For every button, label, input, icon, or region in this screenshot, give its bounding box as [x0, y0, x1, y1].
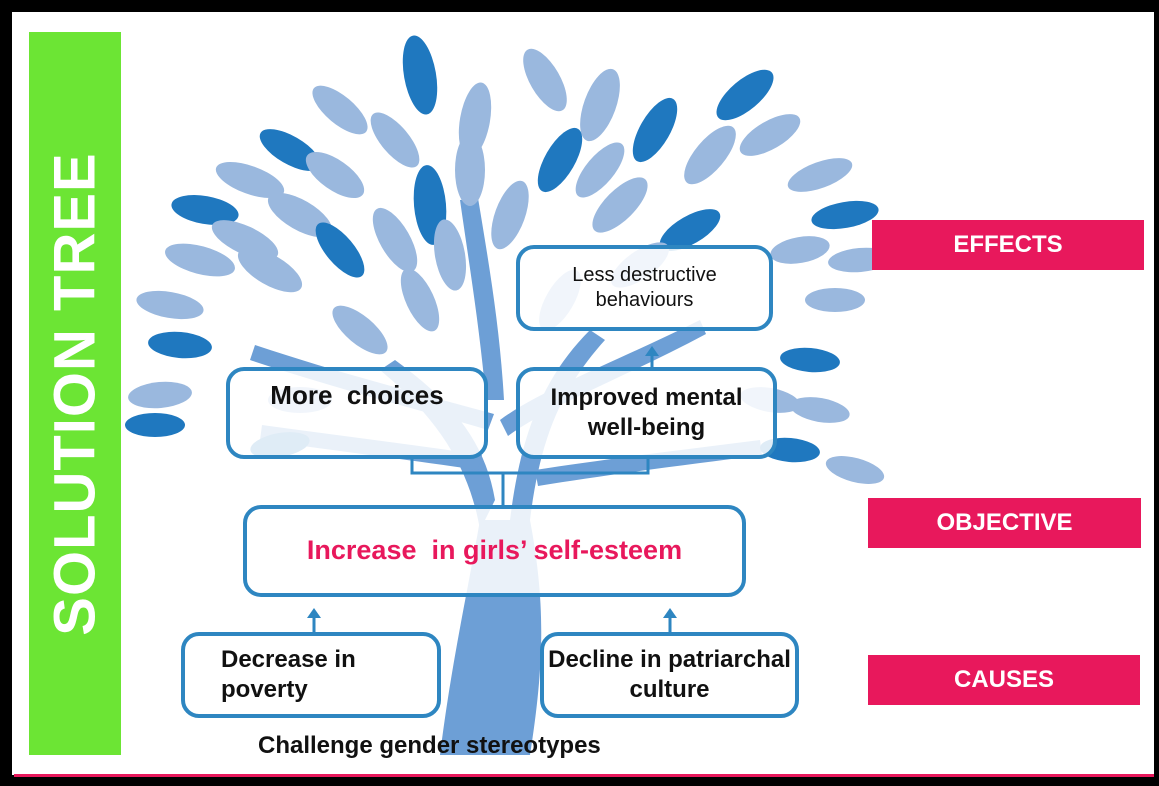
leaf-34: [811, 200, 879, 230]
effect-improved-mental-well-being: Improved mental well-being: [516, 367, 777, 459]
cause-decrease-in-poverty: Decrease in poverty: [181, 632, 441, 718]
objective-box: Increase in girls’ self-esteem: [243, 505, 746, 597]
leaf-24: [125, 413, 185, 437]
leaf-46: [400, 268, 440, 332]
leaf-6: [684, 125, 736, 185]
leaf-5: [632, 97, 678, 163]
effect-less-destructive-behaviours: Less destructive behaviours: [516, 245, 773, 331]
leaf-36: [805, 288, 865, 312]
leaf-22: [148, 331, 212, 359]
leaf-26: [315, 222, 365, 278]
leaf-28: [433, 219, 467, 291]
leaf-31: [659, 209, 721, 251]
leaf-19: [165, 243, 235, 277]
leaf-33: [787, 158, 853, 192]
leaf-4: [580, 68, 620, 142]
leaf-37: [770, 236, 830, 264]
cause-decline-in-patriarchal-culture: Decline in patriarchal culture: [540, 632, 799, 718]
leaf-9: [455, 134, 485, 206]
leaf-45: [332, 305, 388, 355]
leaf-7: [716, 69, 774, 121]
bottom-accent-rule: [14, 774, 1154, 777]
arrowhead-2: [307, 608, 321, 618]
leaf-41: [790, 397, 850, 423]
leaf-12: [370, 112, 420, 168]
leaf-11: [491, 180, 529, 250]
arrowhead-3: [663, 608, 677, 618]
leaf-42: [825, 456, 885, 484]
leaf-14: [259, 129, 321, 171]
leaf-30: [592, 177, 648, 233]
leaf-8: [739, 114, 801, 156]
causes-label: CAUSES: [868, 655, 1140, 705]
leaf-13: [312, 85, 368, 135]
leaf-15: [305, 151, 365, 199]
objective-label: OBJECTIVE: [868, 498, 1141, 548]
effects-label: EFFECTS: [872, 220, 1144, 270]
leaf-3: [523, 48, 567, 112]
leaf-25: [237, 247, 303, 293]
leaf-18: [171, 195, 239, 225]
leaf-29: [537, 127, 583, 193]
leaf-21: [136, 290, 204, 320]
effect-more-choices: More choices: [226, 367, 488, 459]
arrowhead-1: [645, 346, 659, 356]
leaf-16: [215, 161, 285, 199]
leaf-23: [128, 381, 192, 409]
tree-leaves: [125, 35, 892, 484]
connector-bracket: [410, 459, 650, 475]
leaf-48: [575, 142, 625, 198]
solution-tree-title-bar: SOLUTION TREE: [29, 32, 121, 755]
leaf-38: [780, 347, 840, 373]
leaf-27: [372, 207, 418, 273]
leaf-17: [267, 192, 333, 238]
leaf-20: [211, 220, 279, 260]
leaf-1: [402, 35, 438, 115]
caption-challenge-gender-stereotypes: Challenge gender stereotypes: [258, 732, 601, 759]
